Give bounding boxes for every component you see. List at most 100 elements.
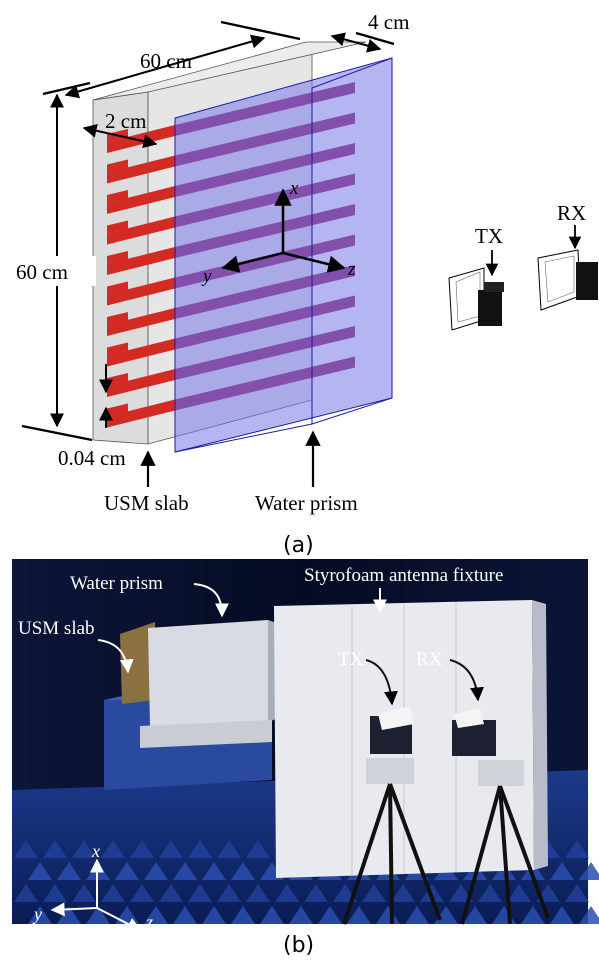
absorber-pyramid [246,884,270,902]
strip-tab [107,281,128,295]
absorber-pyramid [115,862,139,880]
absorber-pyramid [521,906,545,924]
absorber-pyramid [362,884,386,902]
rx-feed [576,262,598,300]
strip-left [107,369,175,397]
photo-usm-slab-pointer [97,639,134,674]
gap-dim-label: 0.04 cm [58,446,126,470]
rx-tripod [460,760,550,925]
usm-slab-photo [120,622,156,704]
photo-tx-pointer [365,659,398,706]
styrofoam-fixture-right [532,600,548,870]
absorber-pyramid [246,840,270,858]
absorber-pyramid [391,884,415,902]
photo-water-prism-label: Water prism [70,573,163,594]
height-label-bg [14,256,96,286]
absorber-pyramid [188,840,212,858]
strip-tab [107,220,128,234]
absorber-pyramid [565,840,589,858]
absorber-pyramid [405,906,429,924]
depth-tick [355,31,395,46]
width-tick-left [42,81,91,96]
z-axis-label: z [347,259,356,280]
panel-a-diagram: x y z 60 cm 4 cm 60 cm 2 cm 0.04 cm USM … [14,10,598,558]
absorber-pyramid [507,884,531,902]
absorber-pyramid [565,884,589,902]
photo-z-axis-label: z [145,912,153,932]
absorber-pyramid [275,884,299,902]
rx-tripod-leg-2 [498,785,512,925]
tx-tripod-leg-2 [388,783,394,925]
absorber-pyramids [14,840,599,924]
strip-left [107,277,175,306]
absorber-pyramid [492,862,516,880]
caption-b: (b) [283,933,314,958]
absorber-pyramid [86,906,110,924]
absorber-pyramid [231,906,255,924]
prism-plinth [140,720,272,748]
absorber-pyramid [217,884,241,902]
strip-left [107,216,175,245]
photo-water-prism-pointer [193,583,229,618]
absorber-pyramid [376,906,400,924]
tx-tripod [342,758,442,925]
absorber-pyramid [72,884,96,902]
y-axis [221,251,284,273]
rx-tripod-leg-1 [460,785,502,925]
absorber-pyramid [144,862,168,880]
absorber-pyramid [579,906,599,924]
absorber-pyramid [159,884,183,902]
strip-tab [107,312,128,325]
strip-left [107,155,175,184]
absorber-pyramid [202,862,226,880]
rx-mount [478,760,524,786]
absorber-pyramid [550,906,574,924]
tx-feed [478,290,502,326]
photo-x-axis-label: x [91,841,100,861]
absorber-pyramid [304,884,328,902]
absorber-pyramid [289,906,313,924]
photo-z-axis [96,907,142,931]
strip-tab [107,251,128,264]
photo-y-axis-label: y [32,904,42,924]
absorber-pyramid [43,884,67,902]
absorber-pyramid [43,840,67,858]
absorber-pyramid [28,862,52,880]
panel-b-photo: Water prism USM slab Styrofoam antenna f… [12,559,599,932]
absorber-pyramid [260,906,284,924]
depth-dim-label: 4 cm [368,10,409,34]
water-prism-label: Water prism [255,491,358,515]
absorber-pyramid [14,884,38,902]
absorber-pyramid [173,906,197,924]
absorber-pyramid [28,906,52,924]
photo-tx-label: TX [338,649,364,670]
absorber-pyramid [231,862,255,880]
absorber-pyramid [202,906,226,924]
x-axis-label: x [289,178,299,199]
absorber-pyramid [188,884,212,902]
height-tick-bottom [21,424,93,442]
water-prism-bottom-edge [174,397,393,453]
tx-horn-photo [378,706,414,730]
absorber-pyramid [130,884,154,902]
absorber-pyramid [57,862,81,880]
rx-label: RX [557,201,586,225]
water-prism [174,57,393,453]
absorber-pyramid [173,862,197,880]
rx-antenna: RX [537,201,598,311]
photo-usm-slab-label: USM slab [18,618,95,639]
strip-left [107,338,175,367]
water-prism-edge [311,57,393,89]
absorber-pyramid [72,840,96,858]
absorber-pyramid [159,840,183,858]
strip-left [107,308,175,336]
rx-horn-inner [544,255,575,303]
usm-slab-label: USM slab [104,491,189,515]
tx-mount [366,758,414,784]
tx-antenna: TX [448,224,504,331]
absorber-pyramid [579,862,599,880]
strip-tab [107,159,128,173]
width-dim-label: 60 cm [140,49,192,73]
photo-y-axis [50,902,98,917]
absorber-pyramid [449,884,473,902]
